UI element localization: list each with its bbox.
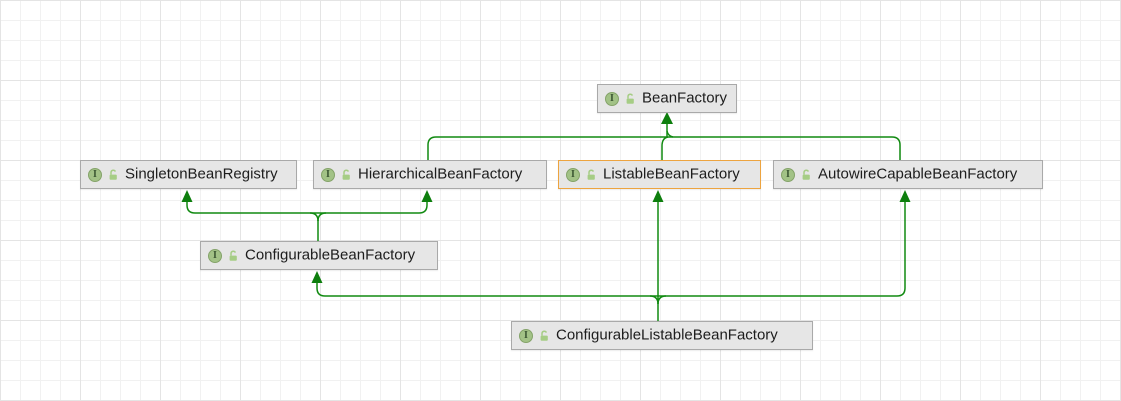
class-node-configurablelistablebeanfactory[interactable]: I ConfigurableListableBeanFactory [511, 321, 813, 350]
interface-icon: I [208, 248, 222, 263]
class-node-beanfactory[interactable]: I BeanFactory [597, 84, 737, 113]
class-node-singletonbeanregistry[interactable]: I SingletonBeanRegistry [80, 160, 297, 189]
arrowhead-beanfactory [661, 112, 673, 124]
class-name: SingletonBeanRegistry [125, 165, 278, 183]
interface-icon: I [519, 328, 533, 343]
arrowhead-hierarchical [421, 190, 433, 202]
arrowhead-autowire [899, 190, 911, 202]
edge-group-to-beanfactory [427, 112, 901, 160]
class-node-listablebeanfactory[interactable]: I ListableBeanFactory [558, 160, 761, 189]
public-lock-icon [587, 169, 595, 180]
arrowhead-configurable [311, 271, 323, 283]
class-name: ConfigurableListableBeanFactory [556, 326, 778, 344]
interface-icon: I [605, 91, 619, 106]
class-name: HierarchicalBeanFactory [358, 165, 523, 183]
class-name: AutowireCapableBeanFactory [818, 165, 1018, 183]
interface-icon: I [88, 167, 102, 182]
class-node-autowirecapablebeanfactory[interactable]: I AutowireCapableBeanFactory [773, 160, 1043, 189]
public-lock-icon [342, 169, 350, 180]
edge-group-from-configurable [181, 190, 433, 241]
interface-icon: I [321, 167, 335, 182]
arrowhead-listable [652, 190, 664, 202]
class-name: BeanFactory [642, 89, 728, 107]
class-node-configurablebeanfactory[interactable]: I ConfigurableBeanFactory [200, 241, 438, 270]
public-lock-icon [109, 169, 117, 180]
class-node-hierarchicalbeanfactory[interactable]: I HierarchicalBeanFactory [313, 160, 547, 189]
class-name: ConfigurableBeanFactory [245, 246, 416, 264]
public-lock-icon [626, 93, 634, 104]
class-name: ListableBeanFactory [603, 165, 740, 183]
public-lock-icon [802, 169, 810, 180]
interface-icon: I [566, 167, 580, 182]
public-lock-icon [229, 250, 237, 261]
arrowhead-singleton [181, 190, 193, 202]
interface-icon: I [781, 167, 795, 182]
public-lock-icon [540, 330, 548, 341]
